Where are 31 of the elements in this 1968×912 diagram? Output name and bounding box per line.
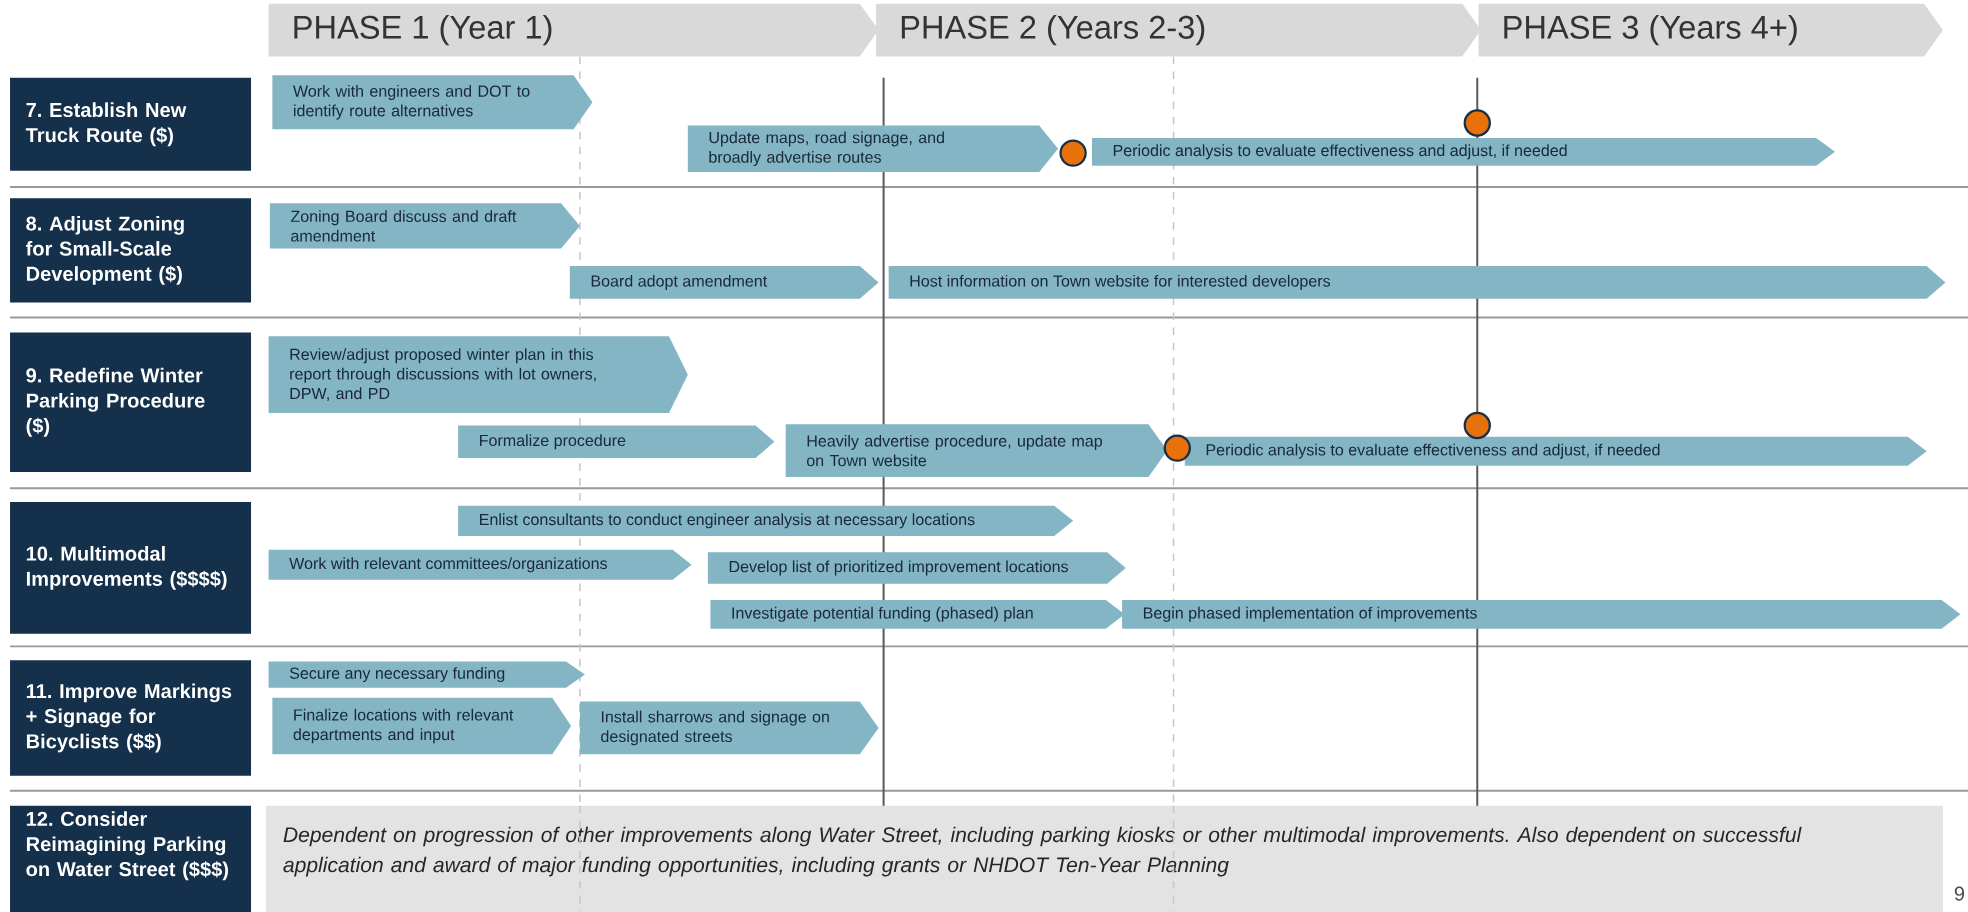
task-header: 8. Adjust Zoning for Small-Scale Development ($)	[10, 198, 252, 303]
task-bar: Periodic analysis to evaluate effectiveness and adjust, if needed	[1184, 436, 1927, 466]
phase-banner: PHASE 2 (Years 2-3)	[876, 3, 1482, 57]
task-bar: Host information on Town website for interested developers	[888, 265, 1946, 299]
task-bar: Periodic analysis to evaluate effectiveness and adjust, if needed	[1091, 137, 1835, 166]
milestone-marker	[1463, 411, 1491, 439]
task-bar: Board adopt amendment	[569, 265, 879, 299]
task-header: 9. Redefine Winter Parking Procedure ($)	[10, 332, 252, 472]
task-bar: Formalize procedure	[458, 425, 775, 458]
phase-banner: PHASE 1 (Year 1)	[268, 3, 879, 57]
task-bar: Work with engineers and DOT to identify route alternatives	[272, 75, 593, 130]
phase-banner: PHASE 3 (Years 4+)	[1478, 3, 1943, 57]
task-bar: Develop list of prioritized improvement locations	[707, 552, 1126, 584]
task-bar: Zoning Board discuss and draft amendment	[269, 203, 580, 249]
task-bar: Review/adjust proposed winter plan in this report through discussions with lot owners, DPW, and PD	[268, 336, 688, 413]
task-header: 10. Multimodal Improvements ($$$$)	[10, 501, 252, 634]
milestone-marker	[1163, 434, 1191, 462]
milestone-marker	[1463, 109, 1491, 137]
milestone-marker	[1059, 139, 1087, 167]
task-header: 12. Consider Reimagining Parking on Water Street ($$$)	[10, 805, 252, 912]
task-bar: Install sharrows and signage on designated streets	[579, 701, 879, 755]
task-bar: Heavily advertise procedure, update map on Town website	[785, 424, 1168, 477]
task-bar: Update maps, road signage, and broadly advertise routes	[687, 125, 1059, 172]
task-header: 11. Improve Markings + Signage for Bicyclists ($$)	[10, 659, 252, 776]
task-bar: Work with relevant committees/organizations	[268, 549, 692, 580]
task-bar: Finalize locations with relevant departments and input	[272, 697, 572, 755]
task-bar: Enlist consultants to conduct engineer analysis at necessary locations	[458, 505, 1074, 536]
task-bar: Investigate potential funding (phased) plan	[710, 599, 1125, 629]
task-header: 7. Establish New Truck Route ($)	[10, 77, 252, 171]
note-box: Dependent on progression of other improvements along Water Street, including parking kiosks or other multimodal improvements. Also dependent on successful application and award of major funding opportunities, including grants or NHDOT Ten-Year Planning	[266, 805, 1943, 912]
task-bar: Secure any necessary funding	[268, 661, 585, 688]
